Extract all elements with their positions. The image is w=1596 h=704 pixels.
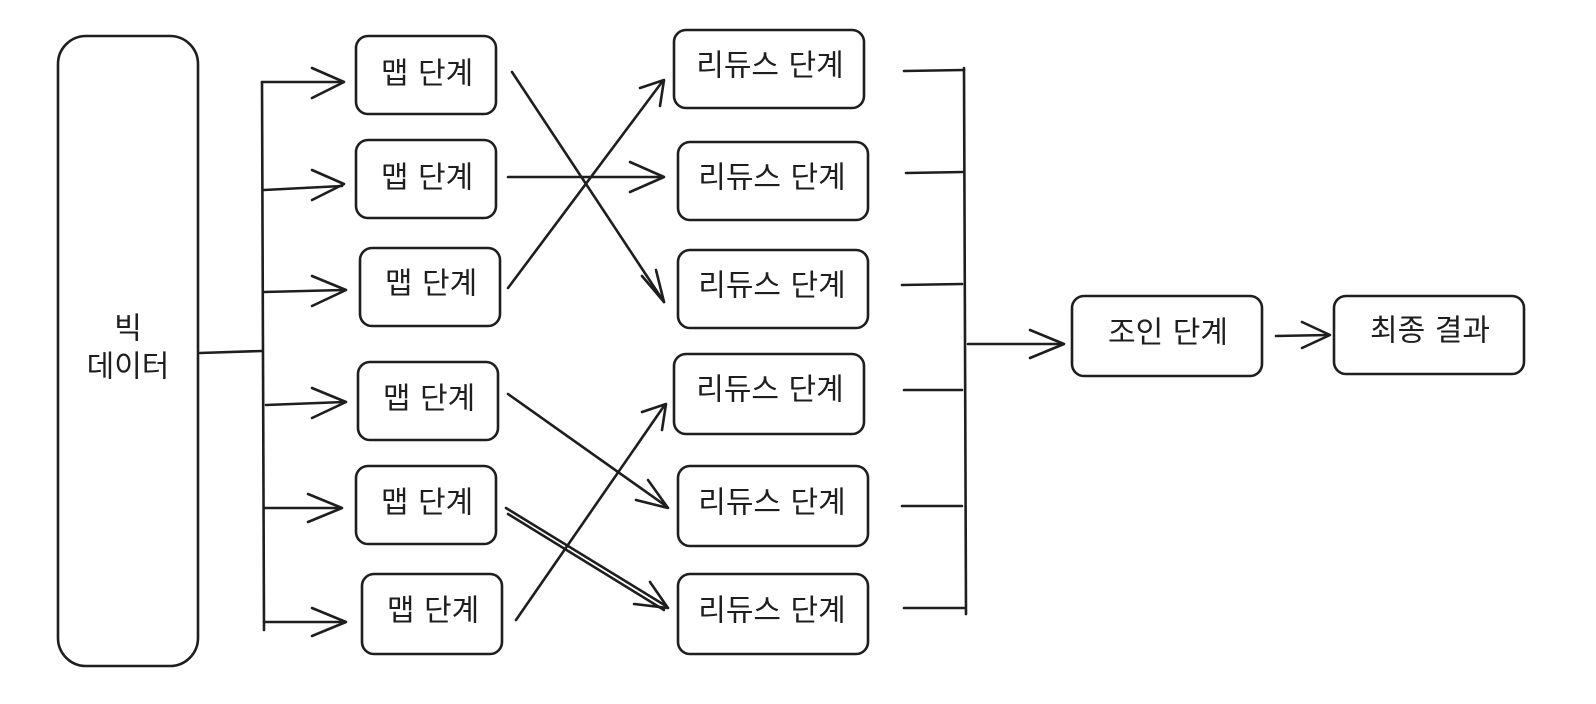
big-data-label-line1: 빅 [114,312,142,347]
map-stage-label: 맵 단계 [381,161,473,196]
map-stage-label: 맵 단계 [387,594,479,629]
reduce-stage-box [676,464,870,548]
shuffle-arrow-m4-r5 [506,392,668,508]
reduce-stage: 리듀스 단계 [676,140,870,222]
map-stages: 맵 단계 맵 단계 맵 단계 맵 단계 맵 단계 맵 단계 [354,34,504,656]
reduce-stage: 리듀스 단계 [676,464,870,548]
map-in-arrow-3 [262,288,346,294]
shuffle-arrow-m5-r6-double [506,512,666,612]
reduce-stage: 리듀스 단계 [676,572,870,656]
reduce-stage-label: 리듀스 단계 [696,49,844,84]
map-stage-box [354,464,498,546]
map-in-arrowhead-4 [310,386,348,420]
reduce-stage-box [676,248,870,330]
join-stage-label: 조인 단계 [1108,316,1228,351]
reduce-stage-label: 리듀스 단계 [698,161,846,196]
fanin-bus [962,66,968,616]
map-stage-label: 맵 단계 [385,267,477,302]
shuffle-arrowhead-m2-r2 [628,160,666,194]
map-stage-box [354,138,498,220]
map-stage-label: 맵 단계 [383,382,475,417]
map-stage-box [356,360,500,442]
shuffle-arrowhead-m4-r5 [634,478,670,510]
source-fanout [198,66,348,638]
shuffle-arrowhead-m6-r4 [640,402,668,432]
join-in-arrowhead [1028,328,1066,360]
shuffle-arrow-m6-r4 [514,404,666,622]
big-data-label-line2: 데이터 [87,350,170,385]
reduce-stage: 리듀스 단계 [672,352,866,436]
map-in-arrowhead-6 [310,606,348,638]
reduce-stage: 리듀스 단계 [676,248,870,330]
big-data-box [56,34,200,668]
reduce-stage-box [672,28,866,110]
join-stage: 조인 단계 [1070,294,1264,378]
reduce-stage-box [676,572,870,656]
map-stage: 맵 단계 [356,360,500,442]
big-data-node: 빅 데이터 [56,34,200,668]
map-in-arrowhead-1 [310,66,346,100]
reduce-out-line-2 [904,170,966,175]
map-stage-label: 맵 단계 [381,57,473,92]
join-fanin [900,66,1066,616]
reduce-stage: 리듀스 단계 [672,28,866,110]
reduce-stages: 리듀스 단계 리듀스 단계 리듀스 단계 리듀스 단계 리듀스 단계 리듀스 단… [672,28,870,656]
map-stage: 맵 단계 [360,572,504,656]
shuffle-arrow-m3-r1 [506,80,664,290]
fanout-bus [260,80,266,632]
map-in-arrow-2 [262,184,344,192]
reduce-out-line-3 [900,282,964,287]
reduce-stage-box [672,352,866,436]
map-in-arrowhead-2 [310,168,346,202]
final-result: 최종 결과 [1332,294,1526,376]
final-in-arrowhead [1300,320,1332,350]
map-stage: 맵 단계 [354,138,498,220]
map-stage-box [358,246,502,328]
map-stage: 맵 단계 [358,246,502,328]
shuffle-arrow-m5-r6 [504,506,668,608]
final-result-box [1332,294,1526,376]
map-stage-box [360,572,504,656]
map-stage-label: 맵 단계 [381,486,473,521]
shuffle-arrowhead-m1-r3 [640,268,666,304]
map-stage: 맵 단계 [354,34,498,116]
join-stage-box [1070,294,1264,378]
reduce-stage-label: 리듀스 단계 [696,373,844,408]
map-stage-box [354,34,498,116]
map-in-arrowhead-3 [310,274,348,308]
shuffle-arrowhead-m3-r1 [638,78,666,108]
source-out-line [198,349,264,355]
shuffle-arrow-m1-r3 [510,70,666,304]
reduce-stage-box [676,140,870,222]
reduce-stage-label: 리듀스 단계 [698,269,846,304]
map-in-arrow-4 [264,400,346,407]
reduce-stage-label: 리듀스 단계 [698,594,846,629]
reduce-out-line-1 [902,68,966,73]
shuffle-arrowhead-m5-r6 [632,580,670,610]
final-in-arrow [1274,333,1330,338]
map-stage: 맵 단계 [354,464,498,546]
final-result-label: 최종 결과 [1370,314,1490,349]
map-in-arrowhead-5 [306,492,344,524]
shuffle-arrows [504,70,670,622]
reduce-stage-label: 리듀스 단계 [698,486,846,521]
